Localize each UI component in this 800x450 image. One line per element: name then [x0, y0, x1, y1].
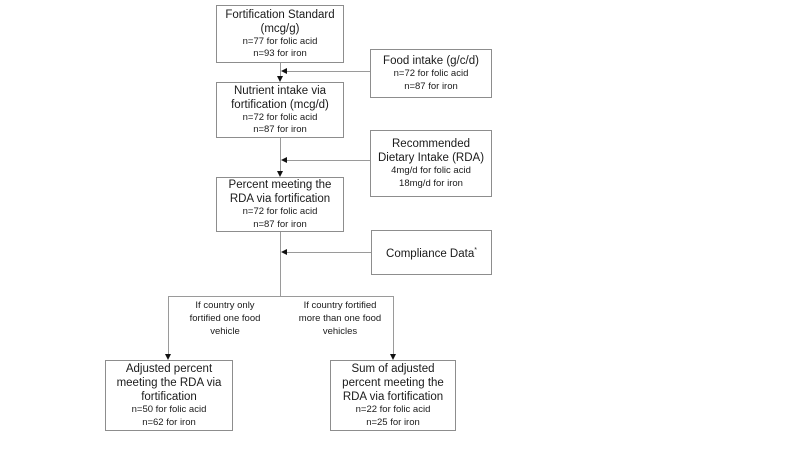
node-sum-of-adjusted-percent[interactable]: Sum of adjusted percent meeting the RDA … [330, 360, 456, 431]
branch-label-line: If country fortified [303, 300, 377, 311]
node-title-line: Food intake (g/c/d) [383, 55, 479, 67]
node-sub-line: n=22 for folic acid [355, 404, 431, 415]
arrowhead-to-nutrient-intake [276, 76, 283, 82]
node-title-line: Dietary Intake (RDA) [377, 152, 485, 164]
node-title-line: RDA via fortification [342, 391, 444, 403]
node-fortification-standard[interactable]: Fortification Standard (mcg/g) n=77 for … [216, 5, 344, 63]
connector-percent-to-split [280, 232, 281, 296]
node-title-line: (mcg/g) [260, 22, 300, 35]
node-title-line: Sum of adjusted [351, 363, 435, 375]
connector-nutrient-to-percent [280, 137, 281, 172]
node-sub-line: n=77 for folic acid [242, 35, 318, 47]
node-sub-line: n=87 for iron [253, 124, 307, 135]
connector-branch-right [393, 296, 394, 355]
node-title-line: fortification (mcg/d) [231, 98, 329, 111]
node-title-line: Adjusted percent [125, 363, 213, 375]
connector-rda-to-trunk [286, 160, 370, 161]
node-sub-line: n=87 for iron [253, 218, 307, 230]
arrowhead-sum-adjusted-percent [389, 354, 396, 360]
node-title-line: Nutrient intake via [233, 84, 327, 97]
node-compliance-data[interactable]: Compliance Data* [371, 230, 492, 275]
branch-label-line: If country only [195, 300, 255, 311]
node-title-line: percent meeting the [342, 377, 444, 389]
node-title-line: meeting the RDA via [116, 377, 222, 389]
arrowhead-compliance [281, 248, 287, 255]
node-sub-line: 4mg/d for folic acid [391, 165, 471, 176]
node-sub-line: 18mg/d for iron [399, 177, 463, 189]
node-percent-meeting-rda[interactable]: Percent meeting the RDA via fortificatio… [216, 177, 344, 232]
node-sub-line: n=50 for folic acid [131, 404, 207, 415]
footnote-asterisk: * [474, 247, 477, 255]
branch-label-line: fortified one food [189, 313, 261, 324]
node-title-line: Compliance Data [386, 247, 475, 260]
node-sub-line: n=72 for folic acid [242, 206, 318, 217]
node-sub-line: n=62 for iron [142, 416, 196, 428]
connector-branch-left [168, 296, 169, 355]
connector-food-intake-to-trunk [286, 71, 370, 72]
node-nutrient-intake-via-fortification[interactable]: Nutrient intake via fortification (mcg/d… [216, 82, 344, 138]
node-title-line: fortification [141, 391, 197, 403]
node-sub-line: n=93 for iron [253, 48, 307, 59]
node-title-with-footnote: Compliance Data* [386, 244, 477, 261]
node-adjusted-percent[interactable]: Adjusted percent meeting the RDA via for… [105, 360, 233, 431]
branch-label-line: vehicles [322, 326, 358, 337]
arrowhead-food-intake [281, 67, 287, 74]
node-recommended-dietary-intake[interactable]: Recommended Dietary Intake (RDA) 4mg/d f… [370, 130, 492, 197]
connector-compliance-to-trunk [286, 252, 371, 253]
branch-label-line: more than one food [298, 313, 382, 324]
branch-label-left: If country only fortified one food vehic… [172, 299, 278, 338]
node-sub-line: n=72 for folic acid [242, 111, 318, 123]
connector-standard-to-nutrient [280, 62, 281, 79]
connector-branch-split-bar [168, 296, 394, 297]
node-sub-line: n=25 for iron [366, 416, 420, 428]
node-title-line: Percent meeting the [228, 179, 332, 191]
branch-label-line: vehicle [210, 326, 240, 337]
branch-label-right: If country fortified more than one food … [287, 299, 393, 338]
arrowhead-rda [281, 156, 287, 163]
node-title-line: Fortification Standard [225, 8, 335, 21]
node-sub-line: n=87 for iron [404, 80, 458, 92]
node-title-line: RDA via fortification [229, 193, 331, 205]
node-food-intake[interactable]: Food intake (g/c/d) n=72 for folic acid … [370, 49, 492, 98]
arrowhead-to-percent-meeting [276, 171, 283, 177]
arrowhead-adjusted-percent [164, 354, 171, 360]
node-sub-line: n=72 for folic acid [393, 68, 469, 79]
node-title-line: Recommended [392, 138, 470, 150]
